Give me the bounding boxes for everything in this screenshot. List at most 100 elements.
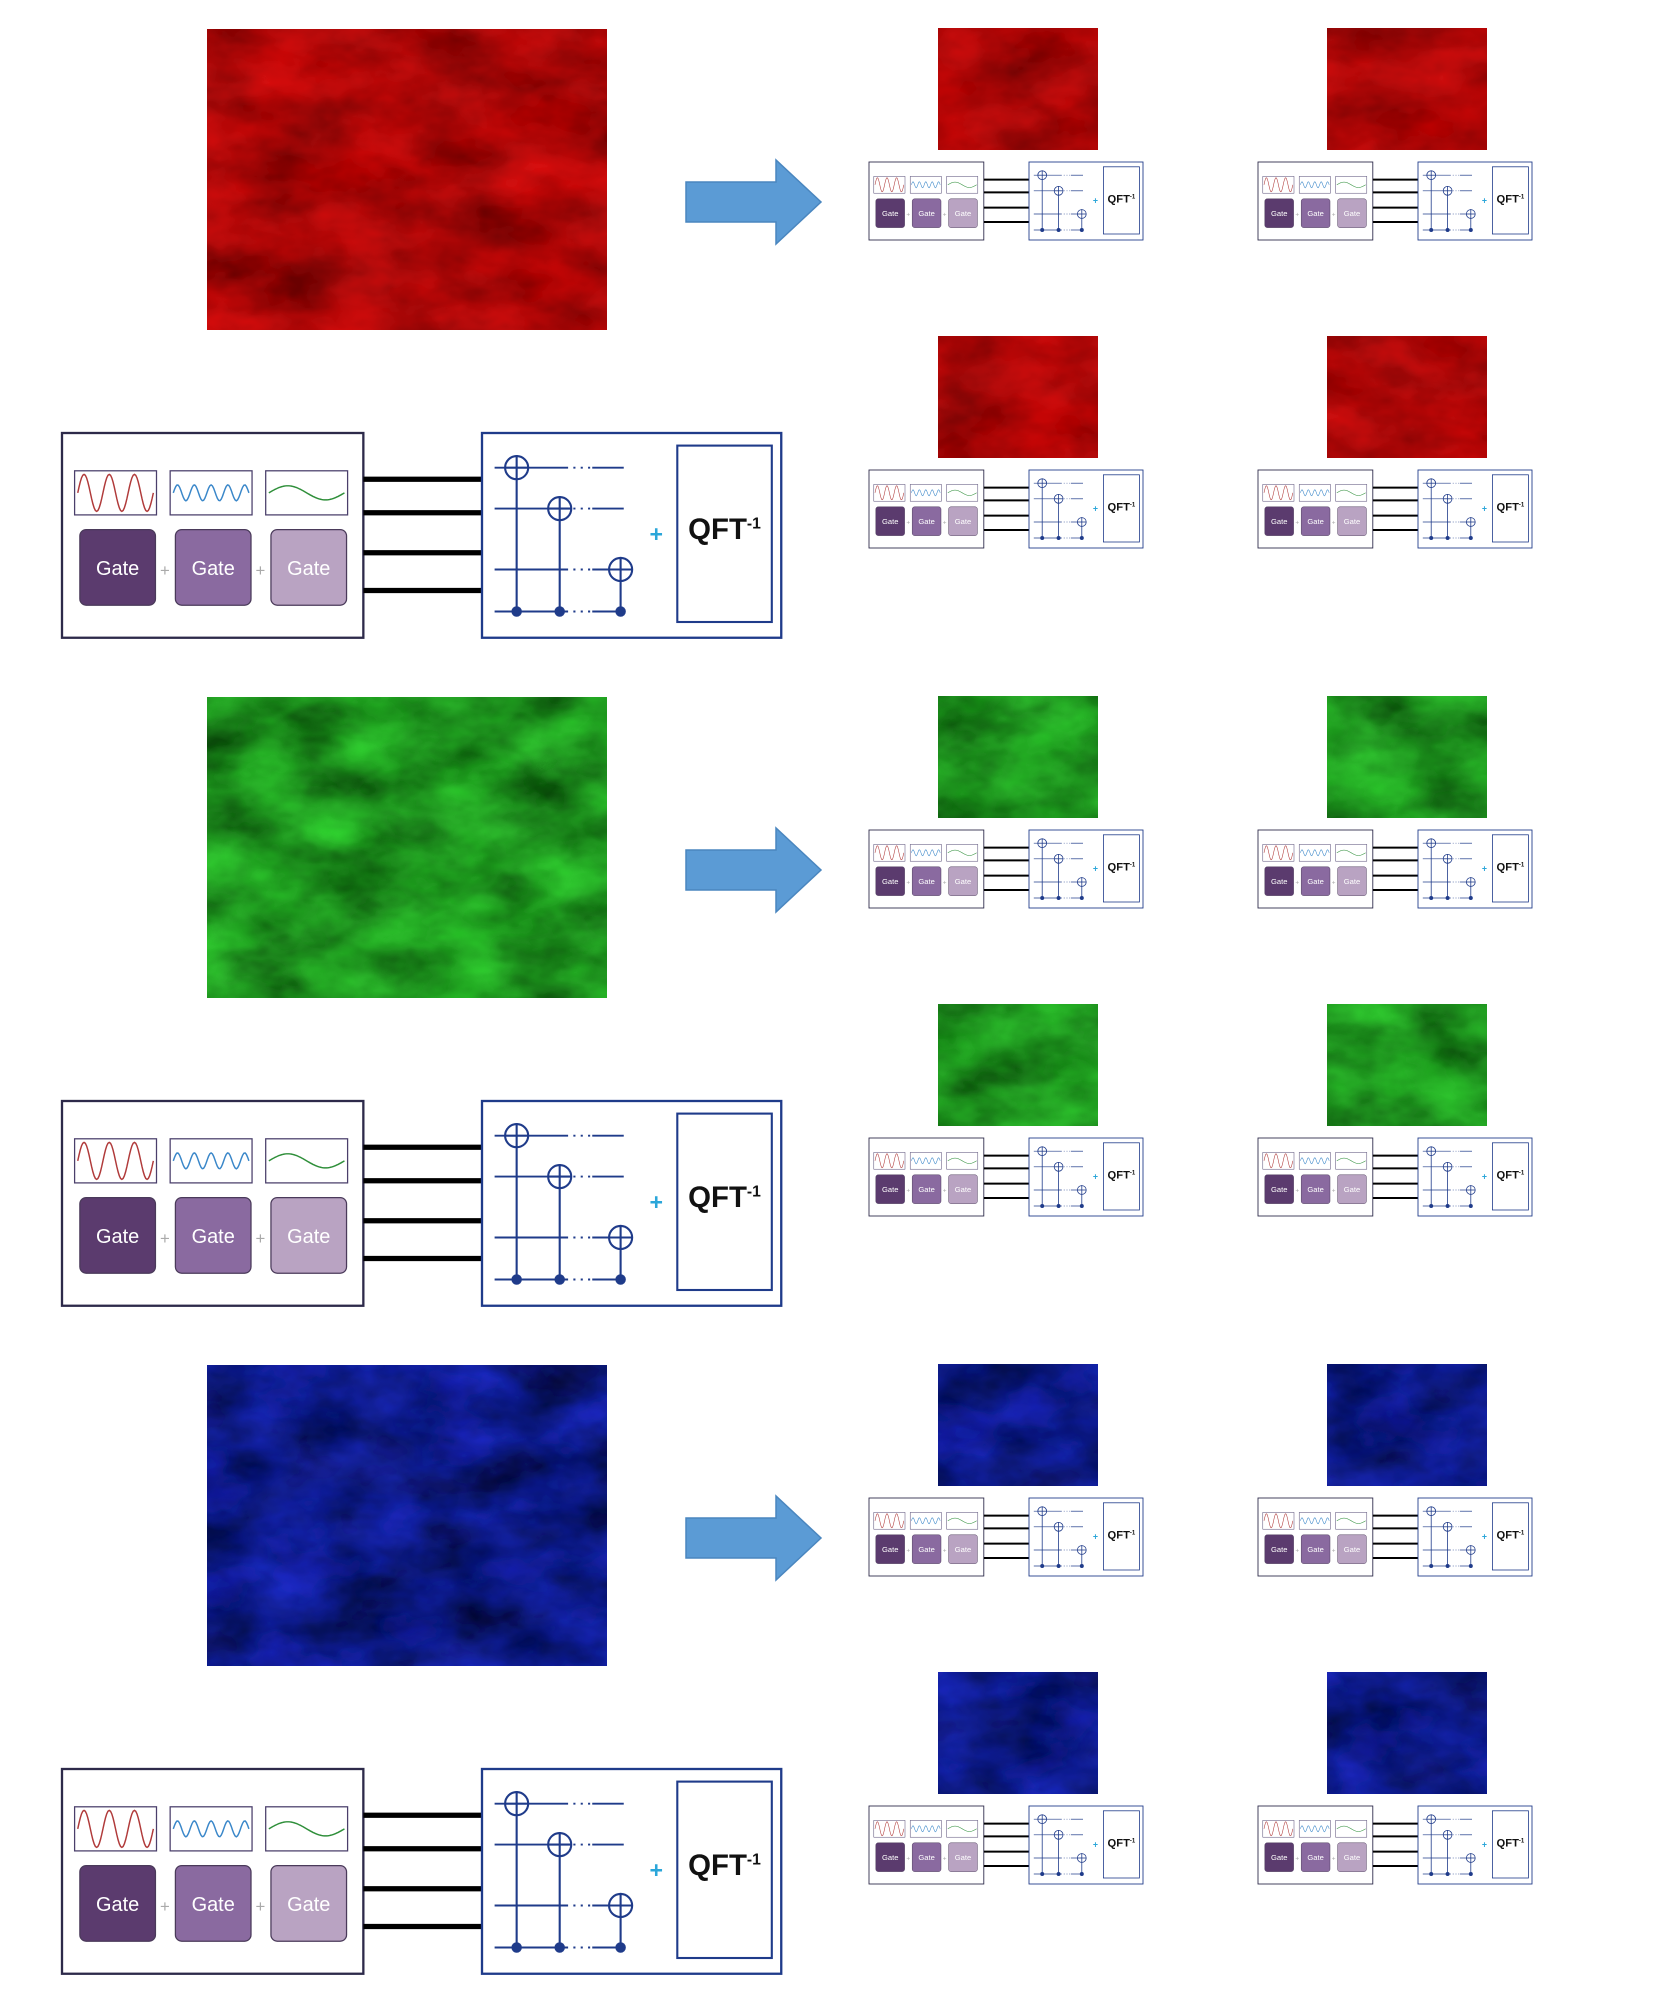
cnot-target-icon (547, 1163, 573, 1190)
plus-sign: + (1295, 211, 1299, 218)
gate-box (875, 1534, 905, 1564)
cnot-target-icon (1037, 838, 1048, 849)
qft-box (676, 1112, 773, 1292)
green-tile-image (938, 696, 1098, 818)
plus-sign: + (943, 211, 947, 218)
gate-label: Gate (1307, 1185, 1323, 1194)
plus-sign: + (1295, 879, 1299, 886)
blue-tile-circuit: Gate+Gate+Gate+QFT-1 (1257, 1805, 1533, 1885)
control-dot-icon (1079, 896, 1084, 900)
gate-box (1264, 866, 1294, 896)
gate-box (1337, 198, 1367, 228)
plus-sign: + (943, 1187, 947, 1194)
control-dot-icon (1429, 896, 1434, 900)
red-tile-image (938, 336, 1098, 458)
gate-label: Gate (955, 1185, 971, 1194)
qft-plus-sign: + (1093, 196, 1098, 206)
gate-label: Gate (1344, 1185, 1360, 1194)
green-tile-circuit: Gate+Gate+Gate+QFT-1 (1257, 1137, 1533, 1217)
cnot-target-icon (1426, 838, 1437, 849)
gate-label: Gate (918, 209, 934, 218)
red-tile-circuit: Gate+Gate+Gate+QFT-1 (1257, 161, 1533, 241)
gate-label: Gate (1271, 1853, 1287, 1862)
blue-tile-circuit: Gate+Gate+Gate+QFT-1 (868, 1805, 1144, 1885)
gate-label: Gate (96, 1894, 139, 1916)
gate-box (1300, 1174, 1331, 1204)
gate-label: Gate (287, 1226, 330, 1248)
qft-inverse-label: QFT-1 (688, 1181, 761, 1214)
gate-label: Gate (192, 1226, 235, 1248)
control-dot-icon (1445, 896, 1450, 900)
cnot-target-icon (504, 455, 530, 481)
sine-wave-icon (1298, 176, 1331, 194)
gate-label: Gate (1344, 1545, 1360, 1554)
blue-channel-image (207, 1365, 607, 1666)
gate-label: Gate (882, 209, 898, 218)
cnot-target-icon (504, 1123, 530, 1149)
gate-label: Gate (1344, 517, 1360, 526)
qft-inverse-label: QFT-1 (1497, 861, 1525, 873)
cnot-target-icon (1053, 1162, 1064, 1172)
gate-box (875, 198, 905, 228)
control-dot-icon (1079, 1564, 1084, 1568)
qft-inverse-label: QFT-1 (1108, 501, 1136, 513)
cnot-target-icon (1077, 1853, 1087, 1863)
control-dot-icon (554, 1942, 565, 1953)
gate-label: Gate (882, 1853, 898, 1862)
plus-sign: + (1332, 1187, 1336, 1194)
cnot-target-icon (1053, 854, 1064, 864)
plus-sign: + (943, 519, 947, 526)
sine-wave-icon (909, 484, 942, 502)
cnot-target-icon (1442, 494, 1453, 504)
control-dot-icon (1429, 1872, 1434, 1876)
gate-label: Gate (192, 558, 235, 580)
gate-label: Gate (882, 877, 898, 886)
control-dot-icon (511, 1274, 522, 1285)
sine-wave-icon (265, 470, 349, 516)
control-dot-icon (511, 606, 522, 617)
qft-inverse-label: QFT-1 (1497, 501, 1525, 513)
cnot-target-icon (1077, 517, 1087, 527)
gate-box (875, 866, 905, 896)
cnot-target-icon (1037, 1146, 1048, 1157)
cnot-target-icon (1037, 1506, 1048, 1517)
gate-label: Gate (918, 1545, 934, 1554)
gate-label: Gate (96, 1226, 139, 1248)
sine-wave-icon (1298, 1820, 1331, 1838)
sine-wave-icon (873, 176, 906, 194)
qft-box (1103, 1142, 1140, 1211)
gate-label: Gate (287, 1894, 330, 1916)
gate-box (174, 528, 252, 606)
plus-sign: + (1295, 1547, 1299, 1554)
green-tile-image (938, 1004, 1098, 1126)
plus-sign: + (160, 561, 170, 580)
control-dot-icon (1079, 228, 1084, 232)
qft-box (676, 444, 773, 624)
qft-box (1492, 474, 1529, 543)
plus-sign: + (943, 1855, 947, 1862)
gate-label: Gate (1307, 877, 1323, 886)
gate-label: Gate (955, 209, 971, 218)
qft-plus-sign: + (1482, 1532, 1487, 1542)
sine-wave-icon (946, 176, 979, 194)
cnot-target-icon (1077, 1545, 1087, 1555)
cnot-target-icon (1466, 877, 1476, 887)
gate-box (1264, 198, 1294, 228)
plus-sign: + (1332, 519, 1336, 526)
green-main-circuit: Gate+Gate+Gate+QFT-1 (60, 1099, 783, 1307)
control-dot-icon (1056, 536, 1061, 540)
sine-wave-icon (265, 1138, 349, 1184)
sine-wave-icon (1335, 1512, 1368, 1530)
gate-label: Gate (1307, 209, 1323, 218)
plus-sign: + (943, 879, 947, 886)
sine-wave-icon (1262, 1820, 1295, 1838)
cnot-target-icon (1442, 854, 1453, 864)
control-dot-icon (1040, 1564, 1045, 1568)
plus-sign: + (1332, 1547, 1336, 1554)
gate-label: Gate (96, 558, 139, 580)
sine-wave-icon (946, 844, 979, 862)
control-dot-icon (554, 1274, 565, 1285)
gate-box (948, 1174, 978, 1204)
plus-sign: + (160, 1897, 170, 1916)
cnot-target-icon (1442, 1522, 1453, 1532)
